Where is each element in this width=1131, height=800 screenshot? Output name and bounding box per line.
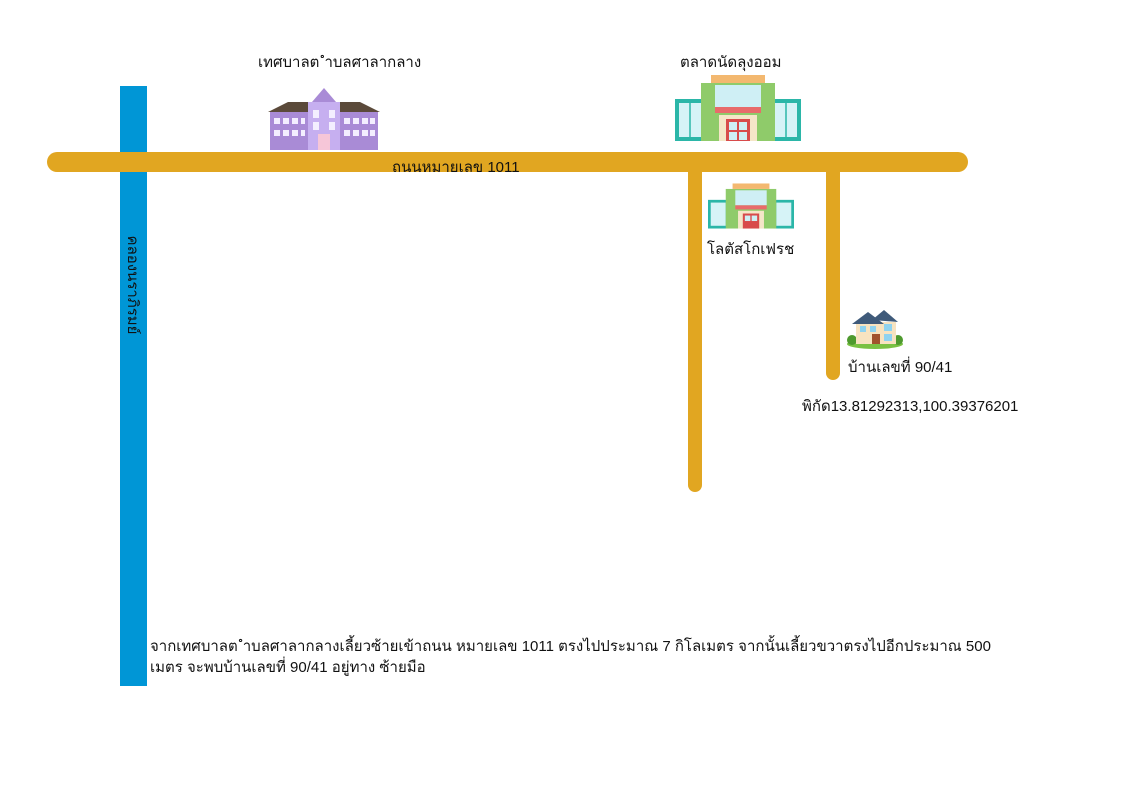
directions-text: จากเทศบาลต ำบลศาลากลางเลี้ยวซ้ายเข้าถนน … bbox=[150, 638, 991, 676]
side-road-lotus bbox=[688, 165, 702, 492]
lotus-label: โลตัสโกเฟรช bbox=[707, 241, 795, 258]
municipality-label: เทศบาลต ำบลศาลากลาง bbox=[258, 54, 422, 71]
coordinates-label: พิกัด13.81292313,100.39376201 bbox=[802, 398, 1019, 415]
house-icon bbox=[847, 310, 903, 349]
road-label: ถนนหมายเลข 1011 bbox=[392, 159, 520, 176]
canal-label: คลองนราภิรมย์ bbox=[124, 235, 141, 335]
store-building-icon bbox=[708, 183, 794, 229]
government-building-icon bbox=[268, 88, 380, 150]
canal bbox=[120, 86, 147, 686]
house-label: บ้านเลขที่ 90/41 bbox=[848, 359, 953, 376]
market-label: ตลาดนัดลุงออม bbox=[680, 54, 782, 71]
side-road-house bbox=[826, 165, 840, 380]
main-road bbox=[47, 152, 968, 172]
market-building-icon bbox=[675, 75, 801, 141]
